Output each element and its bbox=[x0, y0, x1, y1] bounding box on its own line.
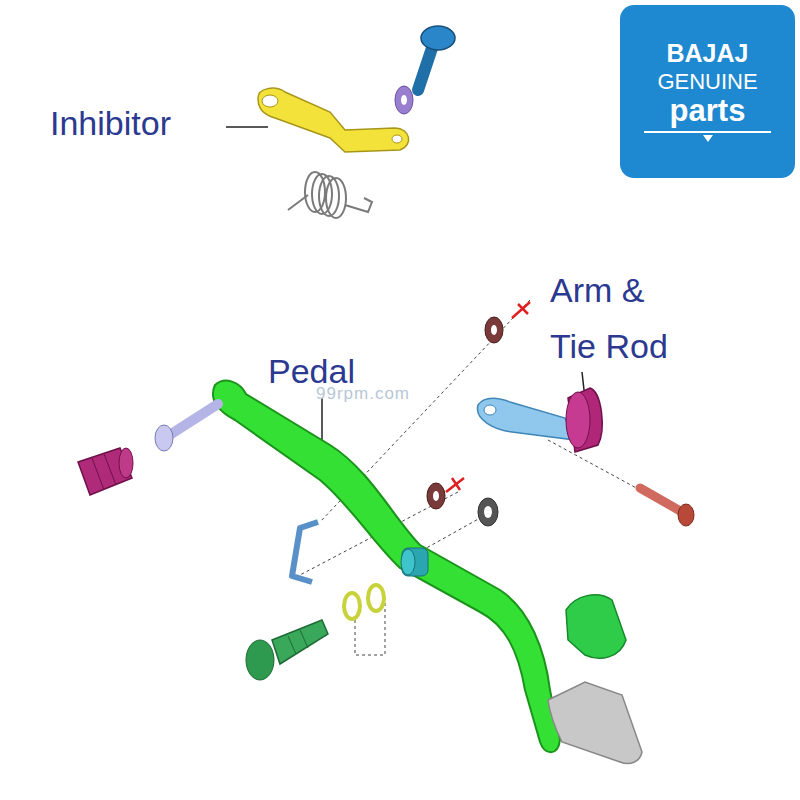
logo-rule bbox=[644, 131, 771, 133]
inhibitor-plate bbox=[258, 88, 409, 152]
brand-name: BAJAJ bbox=[620, 41, 795, 66]
logo-arrow bbox=[703, 135, 713, 142]
tie-rod-bolt bbox=[640, 488, 694, 526]
washer-hole bbox=[484, 506, 492, 518]
bolt bbox=[168, 404, 218, 436]
spring bbox=[288, 172, 372, 218]
washer-hole bbox=[433, 491, 439, 501]
logo-badge: BAJAJ GENUINEparts bbox=[620, 5, 795, 178]
washer-hole bbox=[401, 95, 407, 105]
o-ring bbox=[368, 585, 384, 611]
o-ring bbox=[344, 593, 360, 619]
washer bbox=[478, 498, 498, 526]
bushing bbox=[401, 548, 428, 576]
cotter-pin bbox=[446, 478, 464, 492]
part-name: Inhibitor bbox=[50, 103, 171, 144]
washer-hole bbox=[491, 325, 497, 335]
leader-line bbox=[226, 126, 268, 128]
clevis-clip bbox=[292, 522, 318, 582]
bolt-head bbox=[155, 425, 173, 451]
arm-tie-rod bbox=[478, 388, 603, 452]
inhibitor-assembly bbox=[258, 26, 455, 218]
pedal bbox=[213, 381, 560, 753]
hole bbox=[392, 135, 402, 143]
bolt bbox=[418, 48, 432, 90]
foot-pad bbox=[548, 682, 642, 764]
watermark: 99rpm.com bbox=[316, 384, 410, 404]
rubber-stopper bbox=[78, 448, 133, 495]
cotter-pin bbox=[512, 302, 530, 318]
pivot-shaft bbox=[246, 620, 328, 680]
rubber-pad bbox=[566, 595, 626, 658]
washer bbox=[485, 317, 503, 343]
washer bbox=[395, 86, 413, 114]
leader-line bbox=[582, 372, 584, 390]
brand-line: parts bbox=[620, 95, 795, 126]
brand-line: GENUINE bbox=[620, 71, 795, 93]
bolt-head bbox=[421, 26, 455, 50]
part-name: Arm & Tie Rod bbox=[550, 262, 690, 374]
hole bbox=[262, 95, 278, 107]
washer bbox=[427, 483, 445, 509]
